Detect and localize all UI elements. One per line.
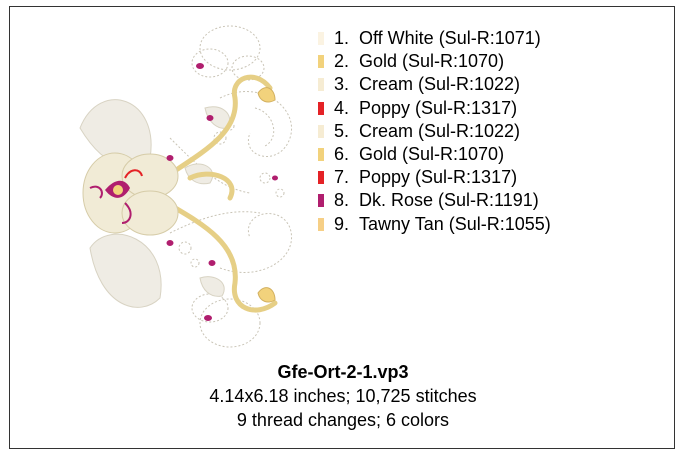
thread-item: 5.Cream (Sul-R:1022) <box>318 120 551 143</box>
thread-item: 4.Poppy (Sul-R:1317) <box>318 97 551 120</box>
thread-name: Poppy (Sul-R:1317) <box>359 167 518 188</box>
file-name: Gfe-Ort-2-1.vp3 <box>277 362 409 382</box>
thread-name: Gold (Sul-R:1070) <box>359 144 505 165</box>
thread-item: 6.Gold (Sul-R:1070) <box>318 143 551 166</box>
thread-item: 8.Dk. Rose (Sul-R:1191) <box>318 189 551 212</box>
thread-swatch <box>318 171 324 185</box>
thread-list: 1.Off White (Sul-R:1071) 2.Gold (Sul-R:1… <box>318 27 551 236</box>
thread-swatch <box>318 148 324 162</box>
thread-item: 7.Poppy (Sul-R:1317) <box>318 166 551 189</box>
thread-swatch <box>318 217 324 231</box>
dimensions-stitches: 4.14x6.18 inches; 10,725 stitches <box>209 386 477 406</box>
thread-item: 2.Gold (Sul-R:1070) <box>318 50 551 73</box>
thread-swatch <box>318 124 324 138</box>
thread-swatch <box>318 194 324 208</box>
thread-item: 3.Cream (Sul-R:1022) <box>318 73 551 96</box>
thread-swatch <box>318 101 324 115</box>
thread-name: Poppy (Sul-R:1317) <box>359 97 518 118</box>
thread-name: Tawny Tan (Sul-R:1055) <box>359 213 551 234</box>
thread-swatch <box>318 32 324 46</box>
thread-name: Off White (Sul-R:1071) <box>359 28 541 49</box>
thread-item: 9.Tawny Tan (Sul-R:1055) <box>318 213 551 236</box>
thread-swatch <box>318 78 324 92</box>
thread-changes-colors: 9 thread changes; 6 colors <box>236 410 450 430</box>
design-caption: Gfe-Ort-2-1.vp3 4.14x6.18 inches; 10,725… <box>0 360 686 432</box>
thread-name: Dk. Rose (Sul-R:1191) <box>359 190 539 211</box>
thread-name: Cream (Sul-R:1022) <box>359 120 521 141</box>
thread-name: Cream (Sul-R:1022) <box>359 74 521 95</box>
thread-item: 1.Off White (Sul-R:1071) <box>318 27 551 50</box>
thread-swatch <box>318 55 324 69</box>
thread-name: Gold (Sul-R:1070) <box>359 51 505 72</box>
embroidery-design-preview <box>79 25 292 348</box>
